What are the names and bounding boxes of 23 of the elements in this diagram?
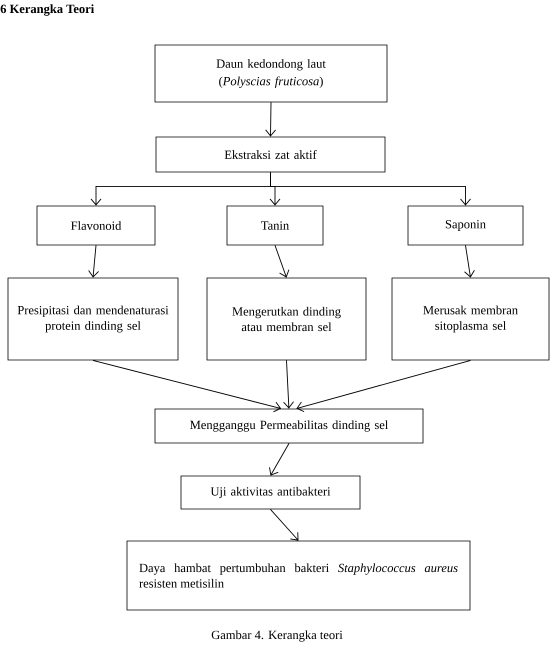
arrow <box>270 508 298 541</box>
process-box: Presipitasi dan mendenaturasi protein dinding sel <box>8 278 178 360</box>
process-box: Flavonoid <box>36 206 156 246</box>
process-box: Daya hambat pertumbuhan bakteri Staphylococcus aureus resisten metisilin <box>126 540 470 610</box>
process-box: Merusak membran sitoplasma sel <box>392 278 550 360</box>
process-box: Mengganggu Permeabilitas dinding sel <box>154 408 424 444</box>
process-box: Saponin <box>408 206 524 246</box>
arrow <box>92 360 282 412</box>
arrow <box>270 172 471 206</box>
process-box: Uji aktivitas antibakteri <box>180 476 360 510</box>
process-box: Daun kedondong laut (Polyscias fruticosa) <box>154 44 388 102</box>
arrow <box>296 360 471 412</box>
arrow <box>274 244 290 278</box>
arrow <box>265 102 276 137</box>
process-box: Tanin <box>226 206 324 246</box>
arrow <box>269 442 290 476</box>
section-heading: 6 Kerangka Teori <box>0 4 94 16</box>
process-box: Mengerutkan dinding atau membran sel <box>206 278 366 360</box>
arrow <box>464 244 475 278</box>
figure-caption: Gambar 4. Kerangka teori <box>212 630 343 642</box>
process-box: Ekstraksi zat aktif <box>156 136 386 172</box>
arrow <box>88 244 100 278</box>
arrow <box>283 360 294 409</box>
